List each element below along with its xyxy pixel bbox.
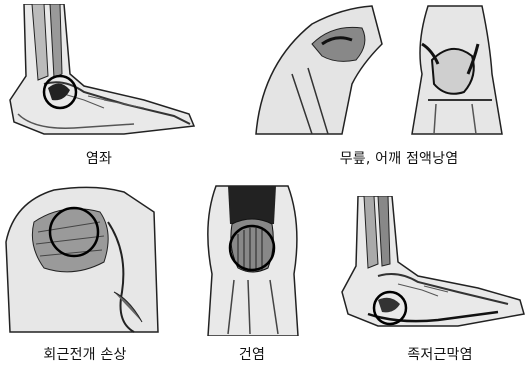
tendinitis-svg bbox=[198, 184, 306, 336]
caption-rotator-cuff-injury: 회근전개 손상 bbox=[30, 344, 140, 364]
plantar-fasciitis-illustration bbox=[338, 196, 526, 336]
shoulder-knee-illustration bbox=[252, 4, 524, 144]
ankle-svg bbox=[4, 4, 200, 144]
caption-sprain: 염좌 bbox=[74, 148, 124, 168]
rotator-cuff-illustration bbox=[4, 182, 164, 336]
caption-plantar-fasciitis: 족저근막염 bbox=[390, 344, 490, 364]
shoulder-knee-svg bbox=[252, 4, 524, 144]
caption-knee-shoulder-bursitis: 무릎, 어깨 점액낭염 bbox=[314, 148, 484, 168]
caption-tendinitis: 건염 bbox=[222, 344, 282, 364]
tendinitis-illustration bbox=[198, 184, 306, 336]
rotator-cuff-svg bbox=[4, 182, 164, 336]
ankle-illustration bbox=[4, 4, 200, 144]
plantar-fasciitis-svg bbox=[338, 196, 526, 336]
